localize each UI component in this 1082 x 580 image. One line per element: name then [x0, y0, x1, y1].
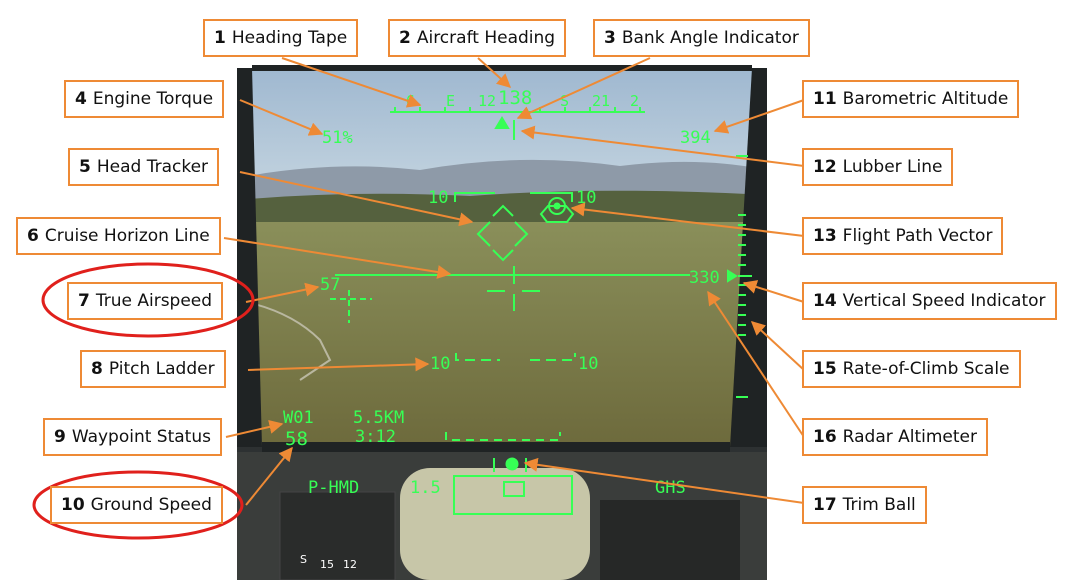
- callout-engine-torque: 4 Engine Torque: [64, 80, 225, 118]
- callout-label: Waypoint Status: [71, 427, 211, 447]
- callout-trim-ball: 17 Trim Ball: [802, 486, 927, 524]
- cockpit-dial-label-3: 12: [343, 558, 357, 571]
- callout-label: Lubber Line: [842, 157, 943, 177]
- callout-barometric-altitude: 11 Barometric Altitude: [802, 80, 1020, 118]
- callout-number: 11: [813, 89, 837, 109]
- pitch-ladder-lower: [455, 353, 576, 361]
- cockpit-dial-label-2: 15: [320, 558, 334, 571]
- callout-radar-altimeter: 16 Radar Altimeter: [802, 418, 989, 456]
- vertical-speed-pointer: [727, 269, 738, 283]
- heading-tape-label: E: [446, 92, 455, 110]
- flight-path-vector: [539, 197, 575, 223]
- side-console: [600, 500, 740, 580]
- callout-heading-tape: 1 Heading Tape: [203, 19, 359, 57]
- mode-value: 1.5: [410, 478, 441, 498]
- callout-pitch-ladder: 8 Pitch Ladder: [80, 350, 226, 388]
- callout-label: True Airspeed: [95, 291, 213, 311]
- waypoint-time: 3:12: [355, 427, 396, 447]
- pitch-ladder-label: 10: [578, 354, 598, 374]
- heading-tape-label: 2: [630, 92, 639, 110]
- aircraft-reference: [487, 290, 540, 311]
- callout-waypoint-status: 9 Waypoint Status: [43, 418, 222, 456]
- hud-symbology: [330, 107, 752, 515]
- callout-number: 7: [78, 291, 90, 311]
- hud-readouts: 6 E 12 138 S 21 2 51% 394 10 10 57 330 1…: [283, 87, 720, 498]
- cockpit-view: S 15 12: [236, 65, 767, 580]
- callout-number: 10: [61, 495, 85, 515]
- mode-left: P-HMD: [308, 478, 359, 498]
- trim-ball: [505, 457, 519, 471]
- highlight-ring-ground-speed: [32, 470, 244, 540]
- cockpit-dial-label-1: S: [300, 553, 307, 566]
- pitch-ladder-label: 10: [576, 188, 596, 208]
- callout-label: Bank Angle Indicator: [621, 28, 799, 48]
- callout-label: Ground Speed: [90, 495, 212, 515]
- callout-number: 4: [75, 89, 87, 109]
- callout-number: 6: [27, 226, 39, 246]
- canopy-frame-right: [730, 68, 767, 447]
- waypoint-id: W01: [283, 408, 314, 428]
- callout-aircraft-heading: 2 Aircraft Heading: [388, 19, 567, 57]
- callout-lubber-line: 12 Lubber Line: [802, 148, 954, 186]
- callout-number: 17: [813, 495, 837, 515]
- canopy-frame-left: [237, 68, 262, 447]
- callout-number: 5: [79, 157, 91, 177]
- hmd-sight: [400, 468, 590, 580]
- callout-label: Vertical Speed Indicator: [842, 291, 1046, 311]
- airspeed-reticle: [330, 290, 372, 323]
- callout-flight-path-vector: 13 Flight Path Vector: [802, 217, 1004, 255]
- radar-altitude-value: 330: [689, 268, 720, 288]
- callout-number: 2: [399, 28, 411, 48]
- callout-label: Heading Tape: [231, 28, 348, 48]
- callout-ground-speed: 10 Ground Speed: [50, 486, 223, 524]
- callout-number: 8: [91, 359, 103, 379]
- callout-cruise-horizon-line: 6 Cruise Horizon Line: [16, 217, 221, 255]
- callout-head-tracker: 5 Head Tracker: [68, 148, 220, 186]
- callout-label: Pitch Ladder: [108, 359, 215, 379]
- barometric-altitude-value: 394: [680, 128, 711, 148]
- callout-label: Engine Torque: [92, 89, 214, 109]
- highlight-ring-true-airspeed: [41, 262, 255, 338]
- callout-label: Rate-of-Climb Scale: [842, 359, 1010, 379]
- callout-number: 13: [813, 226, 837, 246]
- callout-label: Trim Ball: [842, 495, 916, 515]
- pitch-ladder-upper: [454, 192, 573, 202]
- waypoint-distance: 5.5KM: [353, 408, 404, 428]
- bank-angle-indicator: [494, 116, 510, 129]
- callout-rate-of-climb-scale: 15 Rate-of-Climb Scale: [802, 350, 1021, 388]
- rate-of-climb-scale: [736, 155, 748, 398]
- callout-label: Cruise Horizon Line: [44, 226, 210, 246]
- callout-label: Flight Path Vector: [842, 226, 993, 246]
- callout-true-airspeed: 7 True Airspeed: [67, 282, 224, 320]
- mode-right: GHS: [655, 478, 686, 498]
- callout-label: Radar Altimeter: [842, 427, 978, 447]
- pitch-ladder-label: 10: [428, 188, 448, 208]
- ground-field: [237, 222, 767, 447]
- callout-label: Head Tracker: [96, 157, 209, 177]
- callout-number: 16: [813, 427, 837, 447]
- true-airspeed-value: 57: [320, 275, 340, 295]
- callout-bank-angle-indicator: 3 Bank Angle Indicator: [593, 19, 810, 57]
- callout-label: Aircraft Heading: [416, 28, 556, 48]
- callout-number: 12: [813, 157, 837, 177]
- heading-tape-label: 12: [478, 92, 496, 110]
- callout-number: 15: [813, 359, 837, 379]
- engine-torque-value: 51%: [322, 128, 353, 148]
- pitch-ladder-label: 10: [430, 354, 450, 374]
- heading-tape-label: 21: [592, 92, 610, 110]
- callout-number: 1: [214, 28, 226, 48]
- callout-number: 9: [54, 427, 66, 447]
- callout-label: Barometric Altitude: [842, 89, 1009, 109]
- callout-number: 3: [604, 28, 616, 48]
- ground-speed-value: 58: [285, 428, 308, 450]
- leader-lines: [223, 57, 805, 506]
- aircraft-heading-value: 138: [498, 87, 532, 109]
- waypoint-bar: [445, 432, 561, 441]
- instrument-panel: [279, 491, 396, 580]
- callout-vertical-speed-indicator: 14 Vertical Speed Indicator: [802, 282, 1057, 320]
- callout-number: 14: [813, 291, 837, 311]
- heading-tape-label: S: [560, 92, 569, 110]
- head-tracker: [476, 204, 529, 262]
